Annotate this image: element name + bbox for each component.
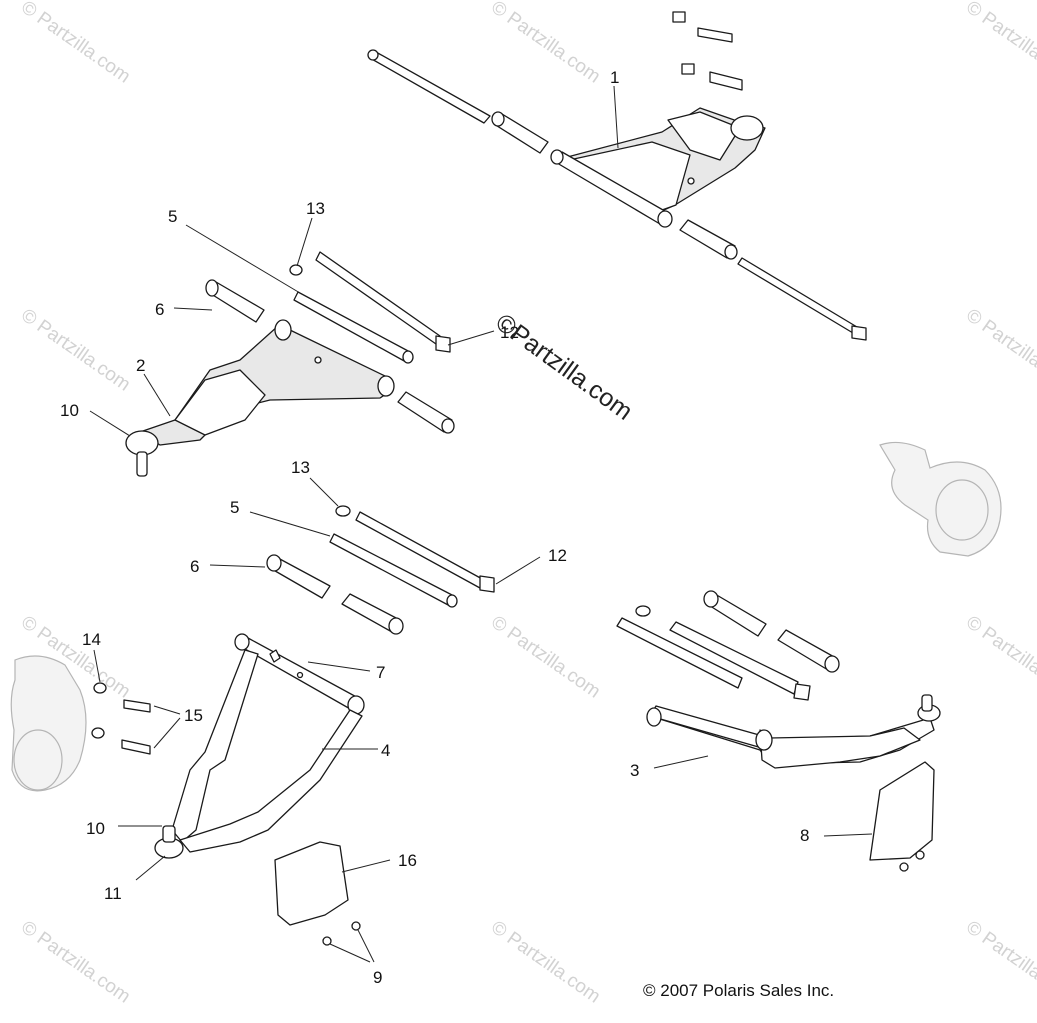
- flange-nut: [93, 682, 107, 694]
- steering-knuckle-left: [10, 655, 87, 792]
- pivot-hardware-set: [266, 505, 495, 635]
- watermark-text: © Partzilla.com: [962, 305, 1037, 396]
- bolt: [709, 71, 743, 91]
- skid-plate-8: [869, 761, 935, 861]
- a-arm-4: [179, 709, 363, 853]
- callout-labels: 1 2 3 4 5 5 6 6 7 8 9 10 10 11 12 12 13 …: [60, 68, 809, 987]
- skid-plate-16: [274, 841, 349, 926]
- washer: [635, 605, 651, 617]
- bolt: [697, 27, 733, 43]
- callout-14: 14: [82, 630, 101, 649]
- callout-2: 2: [136, 356, 145, 375]
- bolt: [123, 699, 151, 713]
- watermark-text: © Partzilla.com: [17, 917, 134, 1008]
- a-arm-lower-right-assembly: [616, 590, 941, 872]
- a-arm-lower-left-assembly: [91, 633, 365, 859]
- watermark-text: © Partzilla.com: [487, 917, 604, 1008]
- a-arm-upper-right-assembly: [367, 11, 867, 341]
- callout-7: 7: [376, 663, 385, 682]
- watermark-text: © Partzilla.com: [487, 0, 604, 88]
- callout-13: 13: [291, 458, 310, 477]
- watermark-text: © Partzilla.com: [17, 0, 134, 88]
- screw: [322, 936, 332, 946]
- washer: [335, 505, 351, 517]
- callout-16: 16: [398, 851, 417, 870]
- a-arm-2: [139, 325, 393, 446]
- leader-lines: [89, 85, 873, 963]
- callout-3: 3: [630, 761, 639, 780]
- skid-plate-left: [274, 841, 361, 946]
- washer: [289, 264, 303, 276]
- watermark-text: © Partzilla.com: [962, 612, 1037, 703]
- bolt: [669, 621, 799, 695]
- callout-12: 12: [500, 323, 519, 342]
- copyright-text: © 2007 Polaris Sales Inc.: [643, 981, 834, 1000]
- screw: [899, 862, 909, 872]
- callout-11: 11: [104, 884, 122, 903]
- watermark-text: © Partzilla.com: [962, 0, 1037, 88]
- callout-1: 1: [610, 68, 619, 87]
- callout-4: 4: [381, 741, 390, 760]
- callout-12: 12: [548, 546, 567, 565]
- steering-knuckle-right: [879, 441, 1002, 557]
- watermark-text: © Partzilla.com: [487, 612, 604, 703]
- screw: [351, 921, 361, 931]
- a-arm-4-leg: [171, 649, 259, 843]
- callout-5: 5: [230, 498, 239, 517]
- callout-9: 9: [373, 968, 382, 987]
- flange-nut: [91, 727, 105, 739]
- callout-10: 10: [60, 401, 79, 420]
- bolt: [121, 739, 151, 755]
- flange-nut: [681, 63, 695, 75]
- watermark-main: ©Partzilla.com: [490, 308, 637, 426]
- bolt: [355, 511, 485, 589]
- flange-nut: [672, 11, 686, 23]
- callout-15: 15: [184, 706, 203, 725]
- watermark-text: © Partzilla.com: [962, 917, 1037, 1008]
- pivot-bolt: [737, 257, 863, 337]
- callout-10: 10: [86, 819, 105, 838]
- callout-5: 5: [168, 207, 177, 226]
- callout-6: 6: [190, 557, 199, 576]
- callout-6: 6: [155, 300, 164, 319]
- screw: [915, 850, 925, 860]
- callout-13: 13: [306, 199, 325, 218]
- watermark-text: © Partzilla.com: [17, 305, 134, 396]
- pivot-bolt: [369, 51, 491, 124]
- pivot-tube: [616, 617, 743, 689]
- callout-8: 8: [800, 826, 809, 845]
- a-arm-upper-left-assembly: [125, 251, 455, 477]
- bolt: [315, 251, 441, 345]
